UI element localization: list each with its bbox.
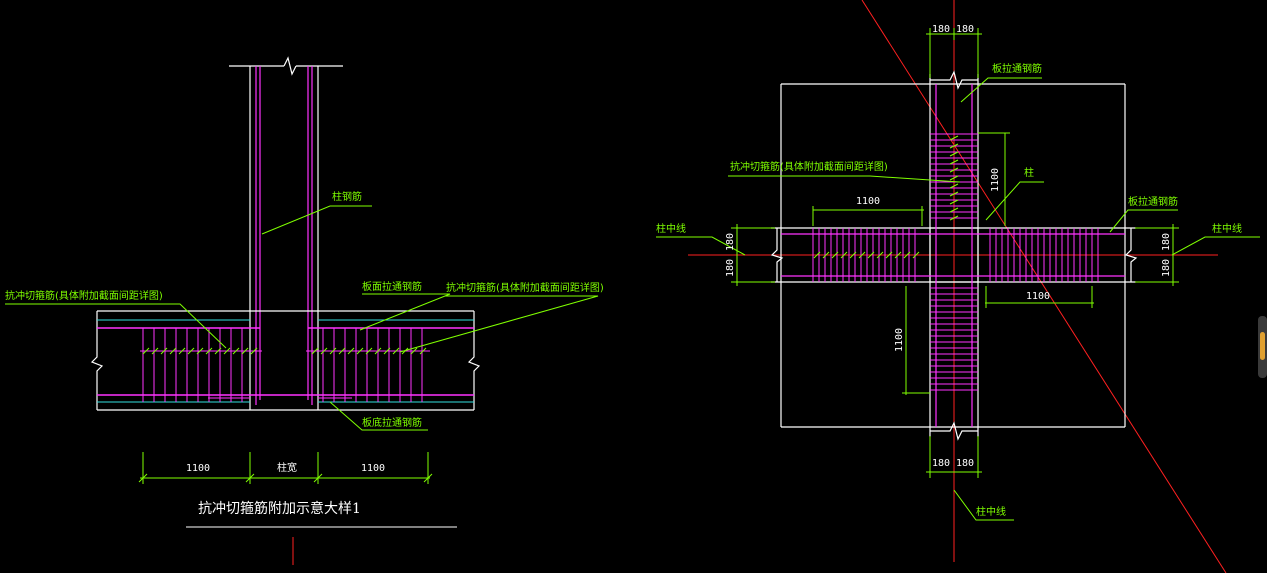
plan-tick: [885, 251, 893, 259]
plan-tick: [949, 215, 959, 221]
vertical-scrollbar[interactable]: [1258, 316, 1267, 378]
stirrup-tick: [347, 347, 355, 355]
plan-tick: [949, 183, 959, 189]
stirrup-tick: [169, 347, 177, 355]
dim-vertical-top-1100: 1100: [990, 168, 1001, 192]
stirrup-tick: [223, 347, 231, 355]
plan-tick: [840, 251, 848, 259]
plan-tick: [903, 251, 911, 259]
scrollbar-thumb[interactable]: [1260, 332, 1265, 360]
dimension-line-bottom: [138, 452, 433, 484]
plan-tick: [949, 191, 959, 197]
plan-tick: [949, 199, 959, 205]
dim-right-1100: 1100: [361, 463, 385, 474]
stirrup-tick: [392, 347, 400, 355]
leaders-left: [5, 205, 599, 431]
plan-tick: [949, 159, 959, 165]
plan-tick: [949, 151, 959, 157]
stirrup-tick: [419, 347, 427, 355]
stirrup-tick: [356, 347, 364, 355]
stirrup-tick: [410, 347, 418, 355]
plan-tick: [949, 135, 959, 141]
dim-horizontal-left-1100: 1100: [856, 196, 880, 207]
plan-tick: [813, 251, 821, 259]
label-column: 柱: [1024, 166, 1034, 179]
label-column-rebar: 柱钢筋: [332, 190, 362, 203]
dim-vertical-bottom-1100: 1100: [894, 328, 905, 352]
plan-tick: [949, 143, 959, 149]
label-punching-stirrup-plan: 抗冲切箍筋(具体附加截面间距详图): [730, 160, 888, 173]
stirrup-tick: [196, 347, 204, 355]
label-axis-right: 柱中线: [1212, 222, 1242, 235]
detail-title: 抗冲切箍筋附加示意大样1: [198, 500, 361, 517]
plan-stirrups-top: [930, 133, 978, 219]
stirrup-tick: [250, 347, 258, 355]
label-slab-top-rebar: 板面拉通钢筋: [362, 280, 422, 293]
plan-tick: [949, 175, 959, 181]
stirrup-tick: [187, 347, 195, 355]
plan-tick: [949, 167, 959, 173]
dim-horizontal-right-1100: 1100: [1026, 291, 1050, 302]
stirrup-tick: [338, 347, 346, 355]
plan-stirrups-bottom: [930, 287, 978, 391]
dim-top-180-b: 180: [956, 24, 974, 35]
stirrup-tick: [374, 347, 382, 355]
plan-tick: [822, 251, 830, 259]
dim-bottom-180-b: 180: [956, 458, 974, 469]
plan-stirrups-left: [812, 228, 916, 282]
plan-tick: [876, 251, 884, 259]
stirrup-tick: [365, 347, 373, 355]
dim-left-180-a: 180: [725, 233, 736, 251]
plan-tick: [894, 251, 902, 259]
stirrup-tick: [241, 347, 249, 355]
label-axis-bottom: 柱中线: [976, 505, 1006, 518]
label-slab-through-rebar-top: 板拉通钢筋: [992, 62, 1042, 75]
stirrup-tick: [142, 347, 150, 355]
plan-tick: [831, 251, 839, 259]
stirrup-tick: [311, 347, 319, 355]
column-outline: [229, 56, 343, 410]
dim-left-180-b: 180: [725, 259, 736, 277]
slab-cover-lines: [97, 319, 474, 403]
plan-stirrups-right: [989, 228, 1099, 282]
dim-top-180-a: 180: [932, 24, 950, 35]
stirrups-right: [306, 328, 430, 402]
plan-dimensions: [656, 28, 1260, 521]
plan-ticks: [813, 135, 959, 259]
stirrup-tick: [178, 347, 186, 355]
column-square: [929, 227, 979, 283]
dim-bottom-180-a: 180: [932, 458, 950, 469]
dim-right-180-a: 180: [1161, 233, 1172, 251]
plan-tick: [867, 251, 875, 259]
plan-tick: [949, 207, 959, 213]
section-detail: 柱钢筋 抗冲切箍筋(具体附加截面间距详图) 板面拉通钢筋 抗冲切箍筋(具体附加截…: [5, 56, 604, 565]
label-slab-through-rebar-right: 板拉通钢筋: [1128, 195, 1178, 208]
stirrup-tick: [383, 347, 391, 355]
stirrup-ticks: [142, 347, 427, 355]
column-rebar: [255, 66, 313, 405]
label-slab-bottom-rebar: 板底拉通钢筋: [362, 416, 422, 429]
plan-detail: 180 180 板拉通钢筋 抗冲切箍筋(具体附加截面间距详图) 1100 柱 1…: [656, 0, 1260, 573]
label-axis-left: 柱中线: [656, 222, 686, 235]
diagonal-red-line: [861, 0, 1227, 573]
stirrups-left: [140, 328, 262, 402]
stirrup-tick: [232, 347, 240, 355]
stirrup-tick: [320, 347, 328, 355]
slab-boundary: [780, 83, 1126, 428]
stirrup-tick: [329, 347, 337, 355]
stirrup-tick: [151, 347, 159, 355]
label-punching-stirrup-left: 抗冲切箍筋(具体附加截面间距详图): [5, 289, 163, 302]
dim-left-1100: 1100: [186, 463, 210, 474]
stirrup-tick: [214, 347, 222, 355]
stirrup-tick: [160, 347, 168, 355]
plan-tick: [858, 251, 866, 259]
label-punching-stirrup-right: 抗冲切箍筋(具体附加截面间距详图): [446, 281, 604, 294]
stirrup-tick: [205, 347, 213, 355]
plan-tick: [849, 251, 857, 259]
dim-right-180-b: 180: [1161, 259, 1172, 277]
slab-outline: [90, 310, 481, 411]
dim-column-width: 柱宽: [277, 461, 297, 474]
plan-tick: [912, 251, 920, 259]
